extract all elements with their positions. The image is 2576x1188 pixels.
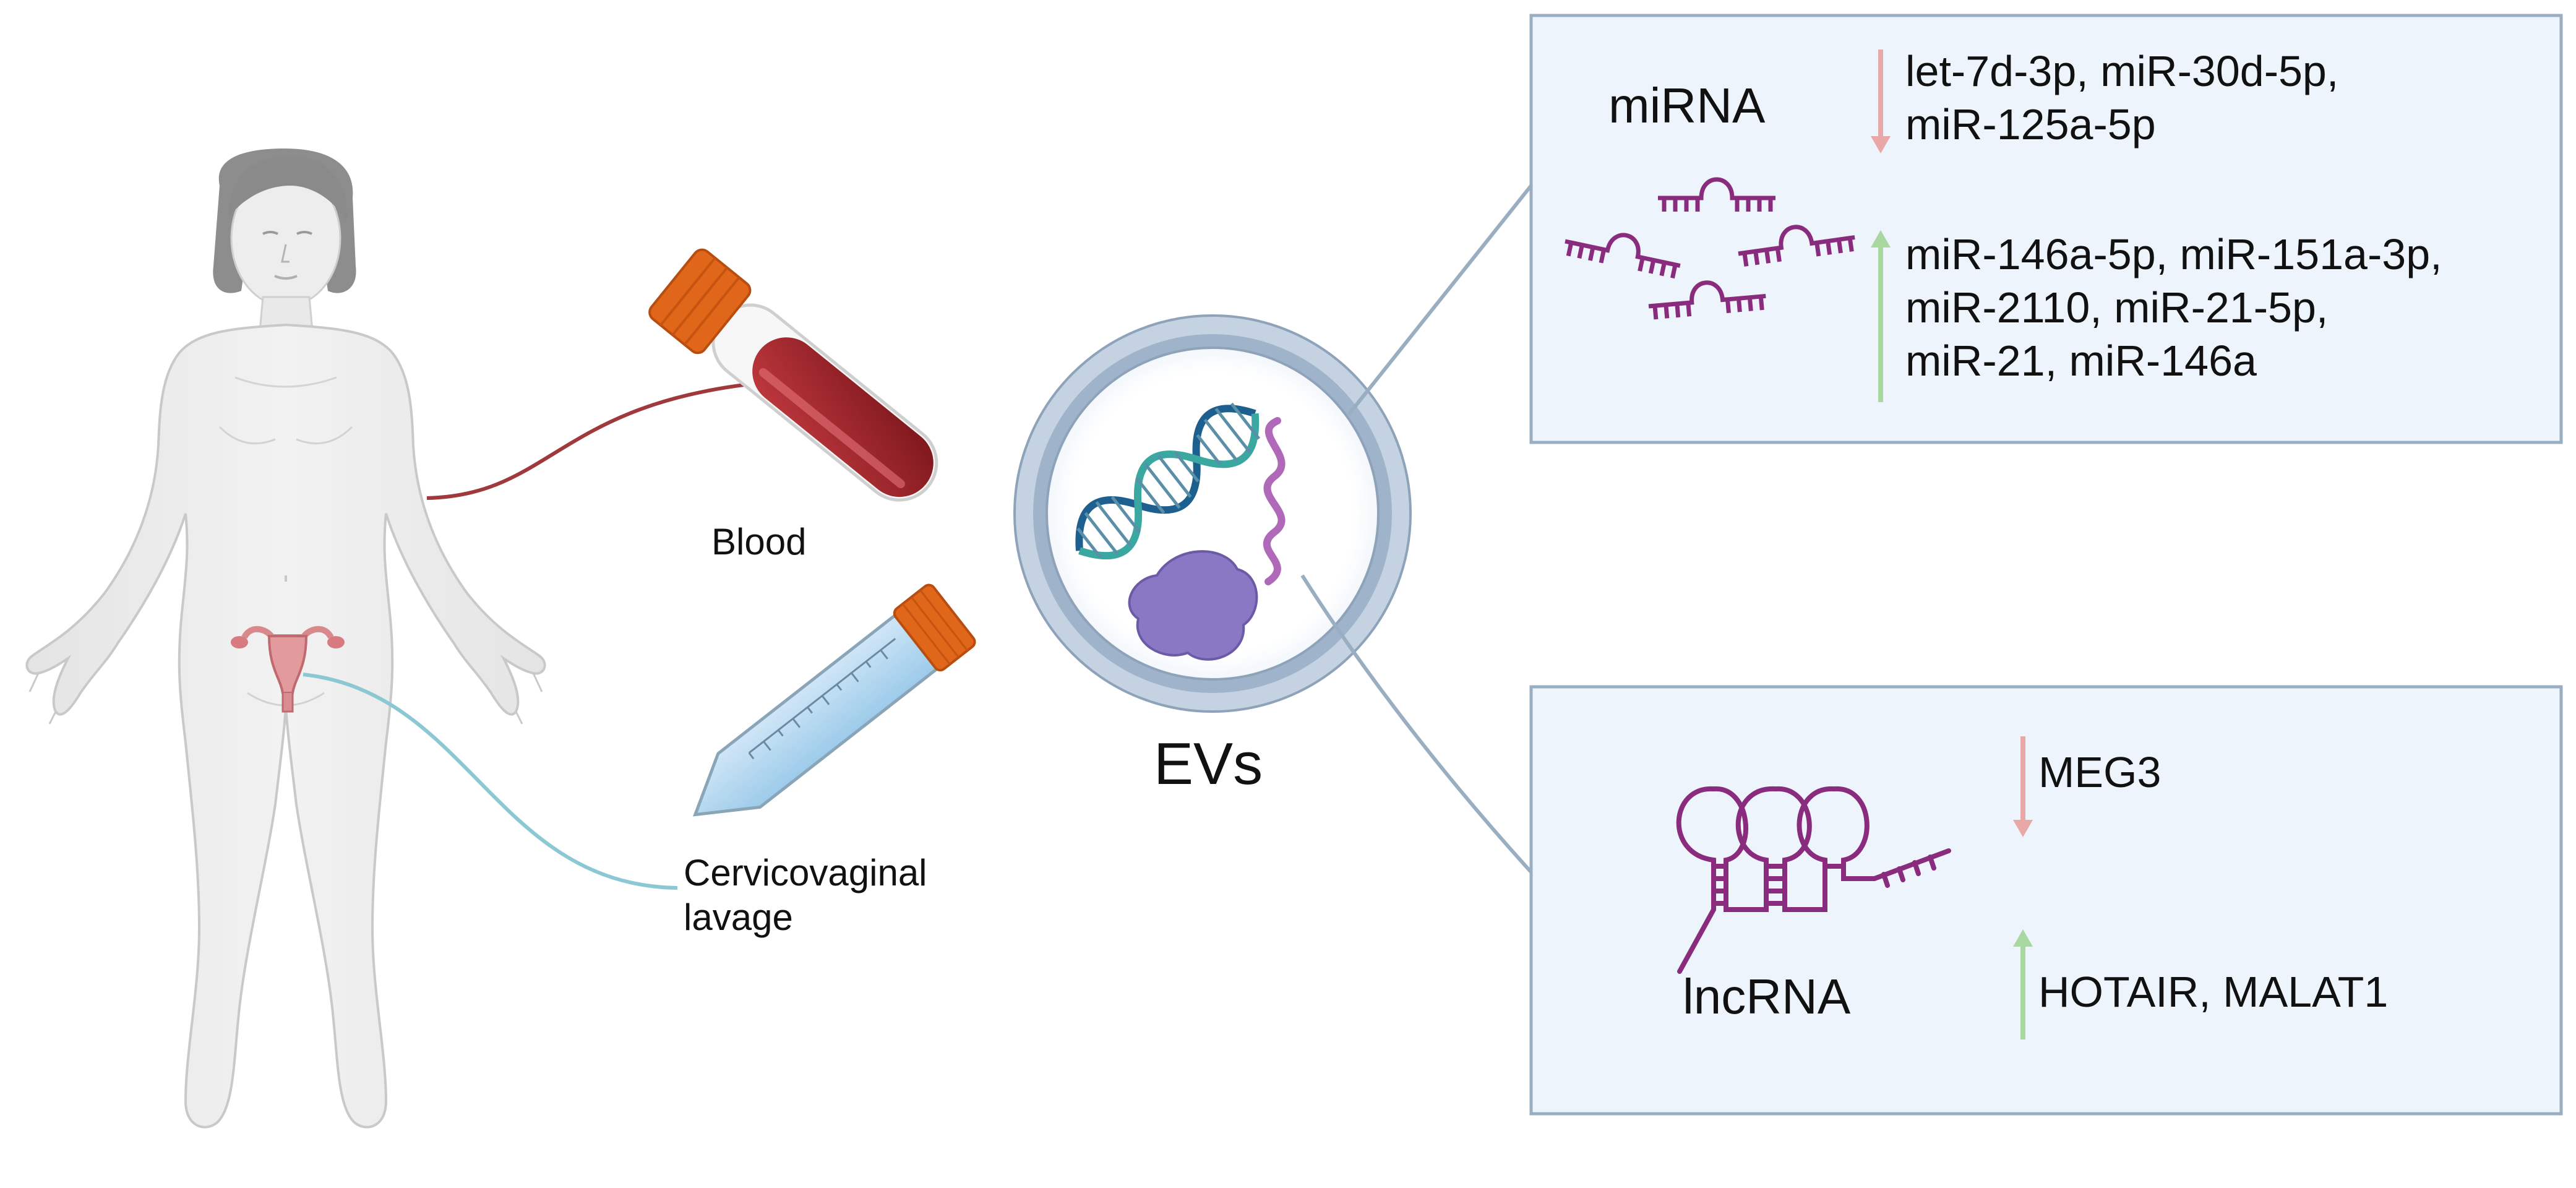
- lncrna-panel-title: lncRNA: [1683, 969, 1851, 1024]
- lavage-tube-icon: [692, 583, 976, 817]
- mirna-up-line3: miR-21, miR-146a: [1905, 337, 2257, 385]
- lavage-label-line2: lavage: [684, 897, 793, 938]
- lncrna-up-arrow-icon: [2013, 929, 2033, 1040]
- blood-label: Blood: [711, 521, 807, 562]
- mirna-connector-line: [1347, 184, 1533, 416]
- blood-connector-line: [426, 379, 789, 500]
- lavage-label-line1: Cervicovaginal: [684, 852, 927, 893]
- mirna-up-line1: miR-146a-5p, miR-151a-3p,: [1905, 230, 2442, 278]
- uterus-icon: [231, 626, 345, 713]
- mirna-up-line2: miR-2110, miR-21-5p,: [1905, 283, 2329, 332]
- mirna-panel-title: miRNA: [1608, 78, 1766, 133]
- lncrna-connector-line: [1300, 574, 1536, 877]
- lncrna-panel: [1529, 685, 2563, 1116]
- lavage-connector-line: [303, 673, 678, 890]
- blood-tube-icon: [648, 248, 938, 502]
- mirna-down-arrow-icon: [1871, 50, 1891, 153]
- rna-strand-icon: [1263, 417, 1286, 585]
- protein-icon: [1128, 550, 1258, 661]
- mirna-panel: [1529, 14, 2563, 444]
- lncrna-down-label: MEG3: [2038, 748, 2162, 796]
- mirna-down-line2: miR-125a-5p: [1905, 100, 2156, 148]
- lncrna-up-label: HOTAIR, MALAT1: [2038, 968, 2389, 1016]
- mirna-hairpin-icons: [1565, 177, 1855, 320]
- lncrna-structure-icon: [1676, 786, 1951, 974]
- mirna-down-line1: let-7d-3p, miR-30d-5p,: [1905, 47, 2339, 95]
- ev-label: EVs: [1154, 731, 1263, 797]
- mirna-up-arrow-icon: [1871, 230, 1891, 402]
- lncrna-down-arrow-icon: [2013, 736, 2033, 837]
- dna-helix-icon: [1075, 402, 1261, 560]
